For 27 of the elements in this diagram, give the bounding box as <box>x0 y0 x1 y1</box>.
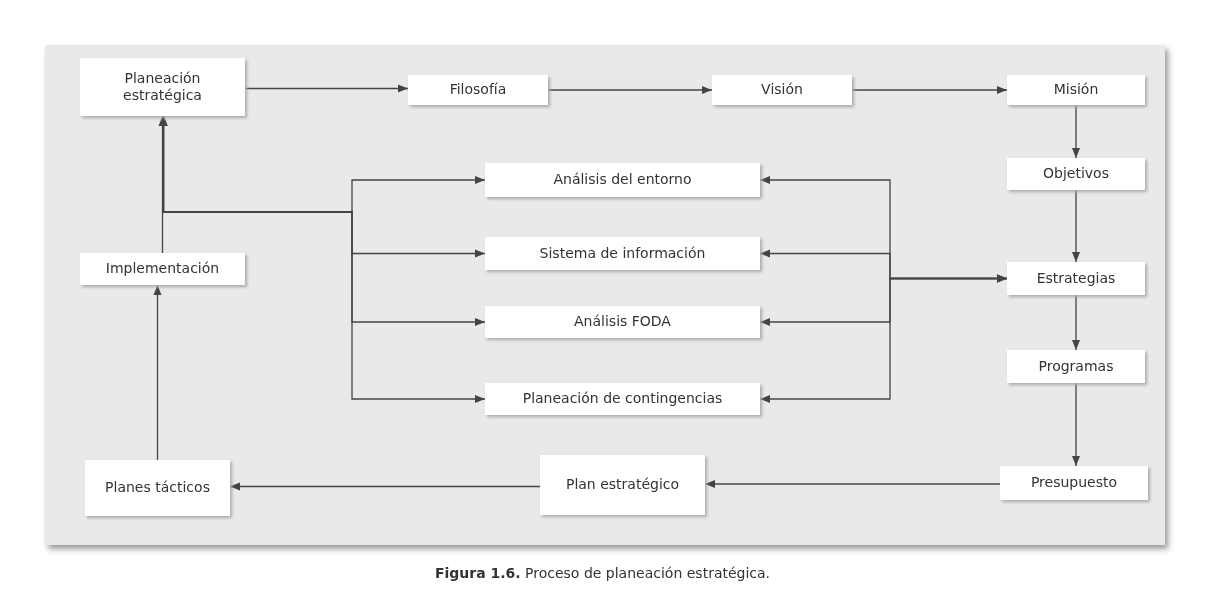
arrow <box>153 284 162 461</box>
arrow <box>1071 294 1081 351</box>
arrow <box>229 482 541 491</box>
process-box: Filosofía <box>408 75 548 105</box>
arrow <box>1071 382 1081 467</box>
process-box: Planeación de contingencias <box>485 383 760 415</box>
figure-caption: Figura 1.6. Proceso de planeación estratégica. <box>433 565 772 581</box>
process-box: Plan estratégico <box>540 455 705 515</box>
process-box: Visión <box>712 75 852 105</box>
process-box: Programas <box>1007 350 1145 383</box>
process-box: Objetivos <box>1007 158 1145 190</box>
arrow <box>244 84 409 93</box>
process-box: Misión <box>1007 75 1145 105</box>
arrow <box>759 274 1008 404</box>
process-box: Presupuesto <box>1000 466 1148 500</box>
process-box: Sistema de información <box>485 237 760 270</box>
process-box: Análisis del entorno <box>485 163 760 197</box>
arrow <box>1071 189 1081 263</box>
process-box: Análisis FODA <box>485 306 760 338</box>
arrow <box>704 479 1001 489</box>
arrow <box>851 85 1008 95</box>
arrow <box>1071 104 1081 159</box>
process-box: Estrategias <box>1007 262 1145 295</box>
process-box: Implementación <box>80 253 245 285</box>
process-box: Planeación estratégica <box>80 58 245 116</box>
arrow <box>547 85 713 95</box>
process-box: Planes tácticos <box>85 460 230 516</box>
